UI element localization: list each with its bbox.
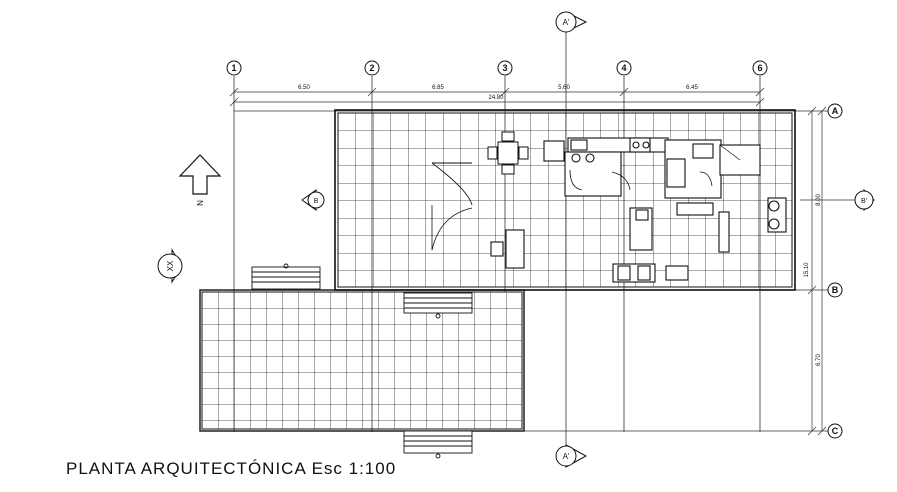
section-mark-left: B — [301, 189, 325, 211]
axis-label-b: B — [832, 285, 839, 295]
steps-terrace-top — [403, 292, 473, 319]
dim-span-2: 6.85 — [432, 85, 444, 91]
dim-total: 24.80 — [488, 95, 504, 101]
section-mark-top: A' — [555, 11, 588, 33]
dim-span-1: 6.50 — [298, 85, 310, 91]
dining-table — [487, 131, 529, 175]
axis-number-labels: 1 2 3 4 6 — [231, 63, 762, 73]
right-dimension-lines — [807, 106, 827, 436]
north-label: N — [196, 200, 205, 206]
axis-bubbles-numbers — [226, 60, 768, 76]
dim-right-total: 15.10 — [804, 262, 810, 278]
section-label-right: B' — [861, 198, 867, 205]
section-label-bottom: A' — [563, 452, 570, 461]
drawing-title: PLANTA ARQUITECTÓNICA Esc 1:100 — [66, 459, 397, 478]
axis-label-2: 2 — [369, 63, 374, 73]
dim-right-upper: 8.00 — [816, 194, 822, 206]
steps-terrace-bottom — [403, 430, 473, 459]
steps-left — [251, 263, 321, 290]
dimension-texts: 6.50 6.85 5.60 6.45 24.80 8.00 15.10 6.7… — [298, 85, 822, 366]
section-label-left: B — [314, 198, 319, 205]
section-mark-xx: XX — [157, 248, 183, 284]
dim-right-lower: 6.70 — [816, 354, 822, 366]
axis-label-4: 4 — [621, 63, 626, 73]
interior-partitions — [431, 137, 787, 283]
axis-letter-labels: A B C — [832, 106, 839, 436]
main-floor-slab — [334, 109, 796, 291]
top-dimension-lines — [229, 87, 765, 107]
axis-label-1: 1 — [231, 63, 236, 73]
axis-label-c: C — [832, 426, 839, 436]
section-mark-right: B' — [854, 188, 875, 212]
dim-span-3: 5.60 — [558, 85, 570, 91]
section-label-top: A' — [563, 18, 570, 27]
axis-label-3: 3 — [502, 63, 507, 73]
dim-span-4: 6.45 — [686, 85, 698, 91]
axis-bubbles-letters — [827, 103, 843, 439]
axis-label-a: A — [832, 106, 839, 116]
north-arrow-icon — [178, 154, 222, 195]
axis-label-6: 6 — [757, 63, 762, 73]
section-label-xx: XX — [166, 260, 175, 271]
terrace-slab — [199, 289, 525, 432]
section-mark-bottom: A' — [555, 444, 588, 468]
